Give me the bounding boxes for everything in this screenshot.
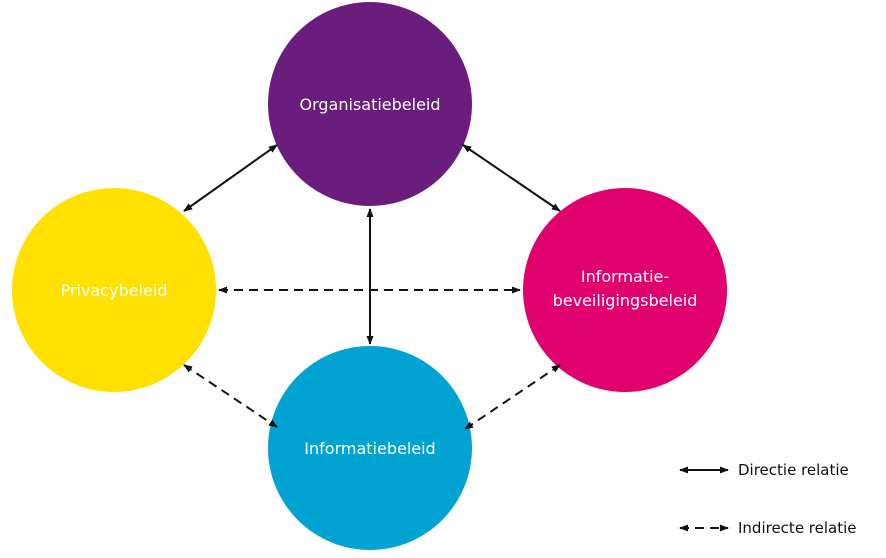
label-organisatiebeleid: Organisatiebeleid (299, 95, 440, 114)
indirect-relation-informatiebeveiliging-informatie (464, 364, 561, 430)
node-organisatiebeleid (268, 2, 472, 206)
direct-relation-organisatie-informatiebeveiliging (462, 144, 561, 212)
node-privacybeleid (12, 188, 216, 392)
node-informatiebeveiligingsbeleid (523, 188, 727, 392)
legend-indirect-label: Indirecte relatie (738, 519, 857, 537)
label-privacybeleid: Privacybeleid (61, 281, 168, 300)
label-informatiebeveiliging-line1: Informatie- (581, 267, 669, 286)
direct-relation-organisatie-privacy (183, 144, 278, 212)
legend-direct-label: Directie relatie (738, 461, 849, 479)
label-informatiebeleid: Informatiebeleid (304, 439, 435, 458)
indirect-relation-privacy-informatie (183, 364, 278, 428)
legend: Directie relatie Indirecte relatie (679, 461, 857, 537)
label-informatiebeveiliging-line2: beveiligingsbeleid (553, 291, 698, 310)
node-informatiebeleid (268, 346, 472, 550)
